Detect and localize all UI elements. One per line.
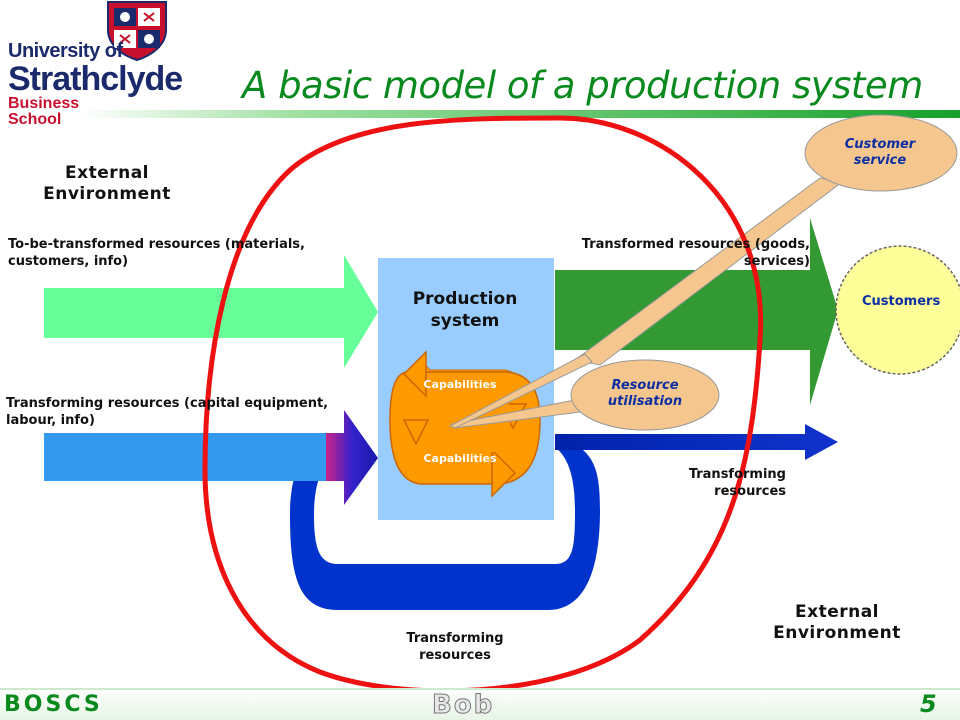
capabilities-label-top: Capabilities [423,378,497,391]
logo-line-university-of: University of [8,40,123,62]
production-system-label-line1: Production [412,289,518,309]
transforming-right-label-line1: Transforming [688,467,786,482]
external-environment-top-line1: External [64,163,150,183]
transforming-input-label-line2: labour, info) [6,413,95,428]
customers-label: Customers [862,294,941,309]
capabilities-arrowhead-bottom [491,448,517,498]
transforming-resources-input-bar [44,433,328,481]
transforming-right-label-line2: resources [714,484,786,499]
to-be-transformed-label: To-be-transformed resources (materials, … [8,236,305,270]
transformed-resources-label-line2: services) [743,254,810,269]
capabilities-arrowhead-left [402,419,430,446]
transformed-resources-arrow [555,218,838,405]
page-title: A basic model of a production system [242,64,923,107]
capabilities-arrowhead-top [402,350,427,398]
resource-utilisation-line1: Resource [611,378,679,393]
transformed-resources-label-line1: Transformed resources (goods, [581,237,810,252]
customer-service-line2: service [853,153,907,168]
footer-boscs: BOSCS [4,692,103,717]
resource-utilisation-bubble [570,359,720,431]
resource-utilisation-line2: utilisation [607,394,683,409]
logo-line-business: Business [8,95,80,112]
resource-utilisation-text: Resource utilisation [575,378,715,410]
footer-bar [0,688,960,720]
transforming-bottom-label: Transforming resources [380,630,530,664]
customer-service-bubble [804,114,958,192]
logo-line-school: School [8,111,62,128]
transforming-resources-input-head [326,410,378,505]
transforming-bottom-label-line2: resources [419,648,491,663]
external-environment-top: External Environment [22,163,192,205]
customers-circle [835,245,960,375]
transforming-input-label-line1: Transforming resources (capital equipmen… [6,396,329,411]
transforming-resources-right-arrow [555,424,838,460]
transforming-input-label: Transforming resources (capital equipmen… [6,395,328,429]
external-environment-top-line2: Environment [43,184,171,204]
page-number: 5 [920,690,937,718]
transforming-bottom-label-line1: Transforming [406,631,504,646]
external-environment-bottom-line1: External [794,602,880,622]
transforming-resources-loop [290,434,600,610]
to-be-transformed-label-line1: To-be-transformed resources (materials, [8,237,305,252]
system-boundary [202,115,764,694]
production-system-label: Production system [380,288,550,332]
footer-bob: Bob [431,690,495,720]
production-system-label-line2: system [430,311,500,331]
title-underline [80,110,960,118]
to-be-transformed-arrow [44,255,378,368]
to-be-transformed-label-line2: customers, info) [8,254,129,269]
external-environment-bottom: External Environment [752,602,922,644]
crest-icon [107,1,167,62]
capabilities-label-bottom: Capabilities [423,452,497,465]
customer-service-text: Customer service [810,137,950,169]
customer-service-line1: Customer [844,137,916,152]
customer-service-pointer-tail [448,353,593,429]
university-logo: University of Strathclyde Business Schoo… [0,0,240,130]
transformed-resources-label: Transformed resources (goods, services) [540,236,810,270]
logo-line-strathclyde: Strathclyde [8,60,183,98]
transforming-right-label: Transforming resources [640,466,786,500]
external-environment-bottom-line2: Environment [773,623,901,643]
